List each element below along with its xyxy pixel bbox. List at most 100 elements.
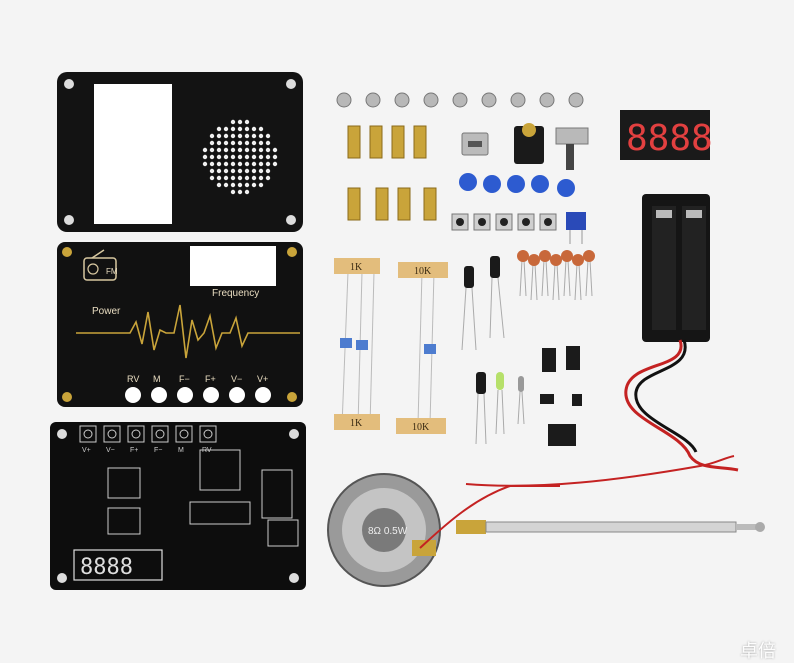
screw xyxy=(452,92,468,108)
grille-hole xyxy=(244,175,250,181)
pcb-key-footprint xyxy=(151,425,169,443)
display-window-cutout xyxy=(94,84,172,224)
grille-hole xyxy=(237,119,243,125)
grille-hole xyxy=(237,133,243,139)
grille-hole xyxy=(223,133,229,139)
brass-standoff xyxy=(391,125,405,159)
ceramic-capacitor xyxy=(539,250,551,262)
audio-jack xyxy=(514,123,544,164)
resistor-strips: 1K 10K 1K 10K xyxy=(334,258,448,434)
speaker-spec-label: 8Ω 0.5W xyxy=(368,526,408,537)
screw xyxy=(423,92,439,108)
grille-hole xyxy=(237,126,243,132)
grille-hole xyxy=(244,168,250,174)
grille-hole xyxy=(216,182,222,188)
grille-hole xyxy=(251,147,257,153)
grille-hole xyxy=(223,182,229,188)
grille-hole xyxy=(230,140,236,146)
power-label: Power xyxy=(92,306,121,317)
screw xyxy=(394,92,410,108)
pcb-key-label: M xyxy=(178,447,184,454)
grille-hole xyxy=(251,154,257,160)
grille-hole xyxy=(244,126,250,132)
grille-hole xyxy=(265,168,271,174)
grille-hole xyxy=(258,182,264,188)
grille-hole xyxy=(216,154,222,160)
pcb-key-footprint xyxy=(103,425,121,443)
screw xyxy=(510,92,526,108)
grille-hole xyxy=(230,154,236,160)
speaker-grille xyxy=(202,119,278,195)
brass-standoffs xyxy=(347,125,437,221)
grille-hole xyxy=(251,175,257,181)
panel-button-label: RV xyxy=(127,374,139,384)
ceramic-capacitors xyxy=(517,250,595,301)
panel-button-hole xyxy=(203,387,219,403)
pcb-key-label: F+ xyxy=(130,447,138,454)
panel-button-hole xyxy=(229,387,245,403)
ceramic-capacitor xyxy=(517,250,529,262)
grille-hole xyxy=(251,161,257,167)
grille-hole xyxy=(230,189,236,195)
grille-hole xyxy=(237,175,243,181)
button-cap xyxy=(507,175,525,193)
tape-label-1k-bottom: 1K xyxy=(350,418,363,429)
pcb-key-footprint xyxy=(127,425,145,443)
soic-chips xyxy=(540,346,582,406)
slide-switch xyxy=(555,127,589,170)
brass-standoff xyxy=(369,125,383,159)
pcb-key-label: V+ xyxy=(82,447,91,454)
red-wire xyxy=(465,455,735,487)
button-cap xyxy=(557,179,575,197)
ceramic-capacitor xyxy=(528,254,540,266)
screw xyxy=(481,92,497,108)
usb-connector xyxy=(461,132,489,156)
trimmer-potentiometer xyxy=(566,212,586,244)
grille-hole xyxy=(258,147,264,153)
grille-hole xyxy=(223,168,229,174)
frequency-label: Frequency xyxy=(212,288,259,299)
grille-hole xyxy=(202,147,208,153)
ceramic-capacitor xyxy=(561,250,573,262)
grille-hole xyxy=(265,133,271,139)
grille-hole xyxy=(244,189,250,195)
screw-row xyxy=(336,92,584,108)
brass-standoff xyxy=(347,125,361,159)
grille-hole xyxy=(209,154,215,160)
grille-hole xyxy=(216,168,222,174)
grille-hole xyxy=(237,161,243,167)
grille-hole xyxy=(230,182,236,188)
grille-hole xyxy=(223,154,229,160)
pcb-display-footprint: 8888 xyxy=(73,549,163,581)
grille-hole xyxy=(244,119,250,125)
grille-hole xyxy=(251,168,257,174)
tact-switches xyxy=(451,213,557,231)
grille-hole xyxy=(244,154,250,160)
grille-hole xyxy=(258,133,264,139)
grille-hole xyxy=(230,175,236,181)
pcb-key-footprint xyxy=(175,425,193,443)
lcd-window-cutout xyxy=(190,246,276,286)
brass-standoff xyxy=(413,125,427,159)
screw xyxy=(336,92,352,108)
svg-text:8888: 8888 xyxy=(80,555,133,580)
panel-button-label: F− xyxy=(179,374,190,384)
grille-hole xyxy=(216,140,222,146)
grille-hole xyxy=(258,168,264,174)
grille-hole xyxy=(244,147,250,153)
ceramic-capacitor xyxy=(583,250,595,262)
grille-hole xyxy=(265,161,271,167)
grille-hole xyxy=(237,154,243,160)
grille-hole xyxy=(237,182,243,188)
grille-hole xyxy=(272,147,278,153)
grille-hole xyxy=(230,119,236,125)
grille-hole xyxy=(209,175,215,181)
grille-hole xyxy=(216,147,222,153)
grille-hole xyxy=(209,140,215,146)
grille-hole xyxy=(265,140,271,146)
grille-hole xyxy=(265,147,271,153)
panel-button-hole xyxy=(255,387,271,403)
grille-hole xyxy=(272,161,278,167)
waveform-graphic xyxy=(76,304,300,359)
